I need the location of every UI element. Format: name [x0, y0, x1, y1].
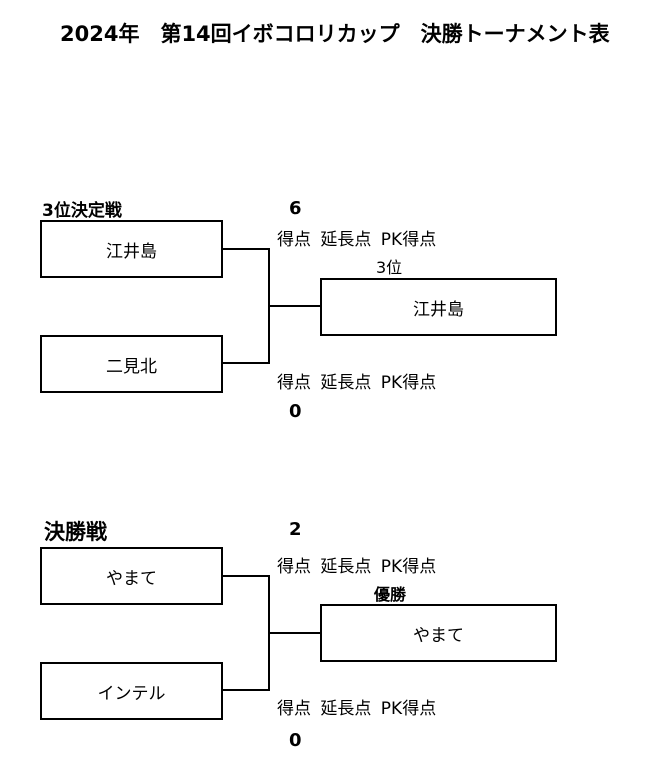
final-team-a: やまて — [40, 547, 223, 605]
bracket-line — [223, 575, 270, 577]
final-result-label: 優勝 — [374, 585, 407, 604]
bracket-line — [223, 689, 270, 691]
third-place-score-b: 0 — [289, 401, 302, 422]
bracket-line — [223, 248, 270, 250]
final-score-labels-a: 得点 延長点 PK得点 — [277, 557, 437, 577]
third-place-label: 3位決定戦 — [42, 201, 122, 221]
page-title: 2024年 第14回イボコロリカップ 決勝トーナメント表 — [60, 22, 610, 46]
third-place-team-b: 二見北 — [40, 335, 223, 393]
bracket-line — [268, 305, 321, 307]
third-place-score-labels-b: 得点 延長点 PK得点 — [277, 373, 437, 393]
bracket-line — [268, 632, 321, 634]
third-place-score-a: 6 — [289, 198, 302, 219]
final-score-a: 2 — [289, 519, 302, 540]
bracket-line — [223, 362, 270, 364]
final-score-labels-b: 得点 延長点 PK得点 — [277, 699, 437, 719]
third-place-score-labels-a: 得点 延長点 PK得点 — [277, 230, 437, 250]
final-score-b: 0 — [289, 730, 302, 751]
final-label: 決勝戦 — [44, 520, 107, 544]
final-team-b: インテル — [40, 662, 223, 720]
final-winner-box: やまて — [320, 604, 557, 662]
third-place-winner-box: 江井島 — [320, 278, 557, 336]
third-place-team-a: 江井島 — [40, 220, 223, 278]
third-place-result-label: 3位 — [376, 258, 403, 277]
